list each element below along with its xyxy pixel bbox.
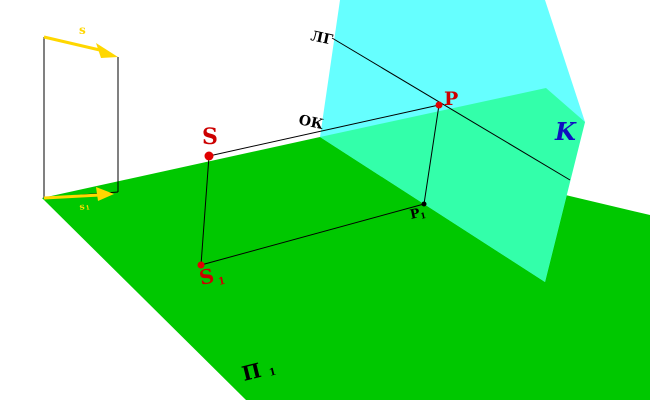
construction-lines	[200, 104, 440, 266]
picture-plane-overlap	[320, 88, 585, 282]
svg-text:s: s	[79, 202, 86, 213]
label-pi1: П 1	[239, 358, 277, 386]
s1-arrow-icon	[43, 187, 114, 201]
label-k: K	[554, 117, 577, 146]
label-p1: P 1	[409, 206, 427, 223]
point-s	[204, 151, 214, 161]
label-s1-arrow: s 1	[79, 202, 91, 213]
point-p	[435, 101, 443, 109]
label-s-arrow: s	[79, 23, 86, 37]
label-s: S	[202, 124, 218, 150]
svg-text:P: P	[409, 206, 422, 223]
label-s1: S 1	[197, 263, 226, 289]
s-arrow-icon	[43, 35, 118, 58]
horizon-line	[331, 37, 571, 181]
point-p1	[421, 201, 427, 207]
label-p: P	[444, 88, 458, 110]
label-lg: ЛГ	[309, 28, 334, 48]
svg-text:S: S	[197, 263, 216, 289]
point-s1	[197, 261, 205, 269]
svg-text:1: 1	[419, 210, 427, 221]
svg-text:1: 1	[268, 367, 277, 379]
svg-text:1: 1	[217, 276, 226, 288]
label-ok: ОК	[297, 112, 325, 133]
direction-box	[43, 37, 119, 199]
svg-text:1: 1	[85, 204, 90, 212]
